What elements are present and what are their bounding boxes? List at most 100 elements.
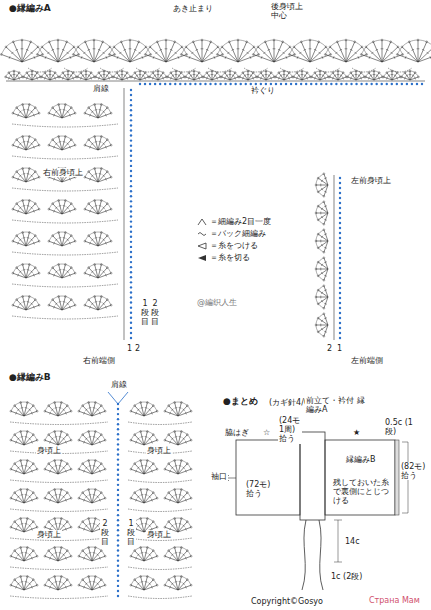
base-stitch	[159, 83, 161, 85]
fan-stitch	[44, 431, 72, 445]
fan-stitch	[315, 257, 328, 281]
base-stitch	[290, 83, 292, 85]
assembly-schematic	[226, 432, 408, 590]
fan-stitch	[84, 200, 112, 214]
base-stitch	[339, 232, 341, 234]
base-stitch	[339, 237, 341, 239]
chain-loop	[244, 68, 268, 72]
row-label: 2段目	[100, 520, 110, 546]
base-stitch	[245, 83, 247, 85]
base-stitch	[130, 256, 132, 258]
base-stitch	[375, 83, 377, 85]
base-stitch	[224, 83, 226, 85]
base-stitch	[117, 479, 119, 481]
base-stitch	[130, 251, 132, 253]
fan-stitch	[10, 402, 38, 416]
row-label: 1段目	[140, 300, 150, 326]
stitch-drawing	[0, 39, 431, 598]
base-stitch	[117, 519, 119, 521]
base-stitch	[130, 276, 132, 278]
fan-stitch	[84, 168, 112, 182]
chain-loop	[316, 68, 340, 72]
base-stitch	[335, 83, 337, 85]
edge-line	[334, 175, 335, 340]
base-stitch	[117, 504, 119, 506]
base-stitch	[365, 83, 367, 85]
edge-line	[124, 88, 125, 340]
chain-loop	[128, 509, 192, 512]
base-stitch	[130, 139, 132, 141]
base-stitch	[194, 83, 196, 85]
fan-stitch	[164, 431, 192, 445]
base-stitch	[339, 312, 341, 314]
fan-stitch	[315, 313, 328, 337]
base-stitch	[117, 474, 119, 476]
row-number: 2	[326, 344, 333, 353]
part-label: 身頃上	[36, 446, 62, 455]
base-stitch	[339, 297, 341, 299]
dimension-label: 14c	[344, 537, 361, 546]
base-stitch	[320, 83, 322, 85]
part-label: 身頃上	[146, 446, 172, 455]
base-stitch	[350, 83, 352, 85]
base-stitch	[199, 83, 201, 85]
base-stitch	[310, 83, 312, 85]
base-stitch	[130, 286, 132, 288]
base-stitch	[130, 220, 132, 222]
part-label: 衿ぐり	[250, 86, 276, 95]
fan-stitch	[130, 489, 158, 503]
stitch-count: (82モ)拾う	[400, 462, 428, 480]
chain-loop	[10, 596, 108, 599]
fan-stitch	[44, 547, 72, 561]
base-stitch	[130, 109, 132, 111]
base-stitch	[204, 83, 206, 85]
base-stitch	[117, 590, 119, 592]
fan-stitch	[41, 70, 60, 80]
base-stitch	[234, 83, 236, 85]
chain-loop	[100, 68, 124, 72]
base-stitch	[391, 83, 393, 85]
base-stitch	[117, 544, 119, 546]
fan-stitch	[84, 136, 112, 150]
chain-loop	[12, 156, 118, 159]
base-stitch	[117, 494, 119, 496]
base-stitch	[300, 83, 302, 85]
base-stitch	[117, 428, 119, 430]
fan-stitch	[315, 173, 328, 197]
base-stitch	[179, 83, 181, 85]
fan-stitch	[144, 39, 187, 62]
fan-stitch	[12, 136, 40, 150]
dimension-label: 0.5c (1段)	[384, 418, 418, 436]
part-label: 左前端側	[350, 356, 384, 365]
base-stitch	[117, 413, 119, 415]
base-stitch	[130, 317, 132, 319]
base-stitch	[339, 337, 341, 339]
fan-stitch	[130, 431, 158, 445]
base-stitch	[117, 564, 119, 566]
fan-stitch	[44, 460, 72, 474]
base-stitch	[305, 83, 307, 85]
fan-stitch	[108, 39, 151, 62]
fan-stitch	[84, 104, 112, 118]
base-stitch	[406, 83, 408, 85]
base-stitch	[339, 327, 341, 329]
base-stitch	[130, 301, 132, 303]
fan-stitch	[130, 547, 158, 561]
base-stitch	[184, 83, 186, 85]
fan-stitch	[95, 70, 114, 80]
fan-stitch	[23, 70, 42, 80]
fan-stitch	[257, 70, 276, 80]
base-stitch	[117, 458, 119, 460]
base-stitch	[421, 83, 423, 85]
base-stitch	[144, 83, 146, 85]
base-stitch	[265, 83, 267, 85]
base-stitch	[325, 83, 327, 85]
base-stitch	[189, 83, 191, 85]
part-label: 肩線	[92, 84, 110, 93]
base-stitch	[130, 281, 132, 283]
fan-stitch	[48, 136, 76, 150]
base-stitch	[339, 262, 341, 264]
base-stitch	[416, 83, 418, 85]
fan-stitch	[0, 39, 43, 62]
base-stitch	[117, 423, 119, 425]
